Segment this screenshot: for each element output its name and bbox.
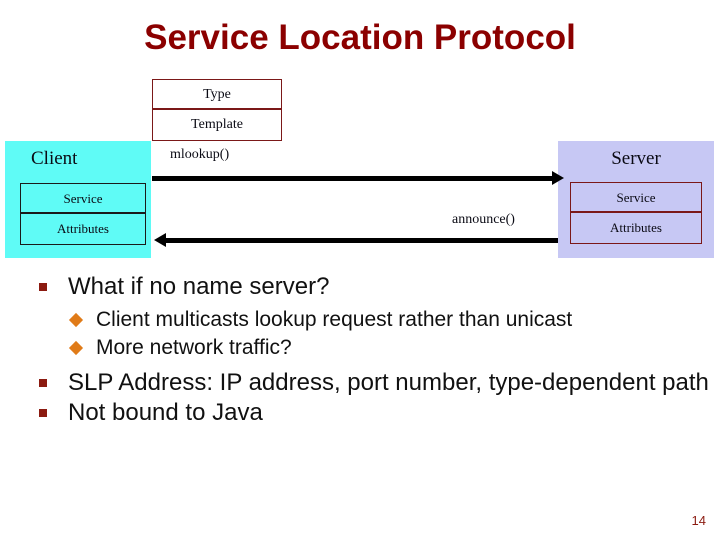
server-service-cell: Service [571, 183, 701, 213]
announce-arrow-line [166, 238, 558, 243]
list-item-label: Not bound to Java [68, 399, 263, 426]
list-item-label: What if no name server? [68, 273, 330, 300]
mlookup-arrow-label: mlookup() [170, 147, 230, 162]
slp-architecture-diagram: Type Template Client Service Attributes … [0, 70, 720, 265]
server-inner-table: Service Attributes [570, 182, 702, 244]
list-item-label: SLP Address: IP address, port number, ty… [68, 369, 709, 396]
page-title: Service Location Protocol [144, 18, 576, 57]
type-cell: Type [153, 80, 281, 110]
list-item: Not bound to Java [36, 398, 720, 428]
square-bullet-icon [39, 409, 47, 417]
page-number: 14 [691, 513, 706, 528]
list-item: What if no name server? [36, 272, 720, 302]
announce-arrow-label: announce() [452, 212, 515, 227]
square-bullet-icon [39, 379, 47, 387]
list-item: More network traffic? [68, 334, 720, 362]
square-bullet-icon [39, 283, 47, 291]
server-attributes-cell: Attributes [610, 220, 662, 235]
client-box: Client Service Attributes [5, 141, 151, 258]
client-attributes-cell: Attributes [57, 221, 109, 236]
type-template-box: Type Template [152, 79, 282, 141]
client-title: Client [31, 148, 78, 169]
list-item: SLP Address: IP address, port number, ty… [36, 368, 720, 398]
diamond-bullet-icon [68, 340, 84, 356]
list-item-label: Client multicasts lookup request rather … [96, 308, 573, 331]
slide-body: What if no name server? Client multicast… [0, 272, 720, 512]
list-item: Client multicasts lookup request rather … [68, 306, 720, 334]
template-cell: Template [191, 117, 243, 132]
client-service-cell: Service [21, 184, 145, 214]
client-inner-table: Service Attributes [20, 183, 146, 245]
list-item-label: More network traffic? [96, 336, 292, 359]
arrow-right-icon [552, 171, 564, 185]
server-title: Server [611, 148, 661, 169]
diamond-bullet-icon [68, 312, 84, 328]
arrow-left-icon [154, 233, 166, 247]
server-box: Server Service Attributes [558, 141, 714, 258]
mlookup-arrow-line [152, 176, 556, 181]
